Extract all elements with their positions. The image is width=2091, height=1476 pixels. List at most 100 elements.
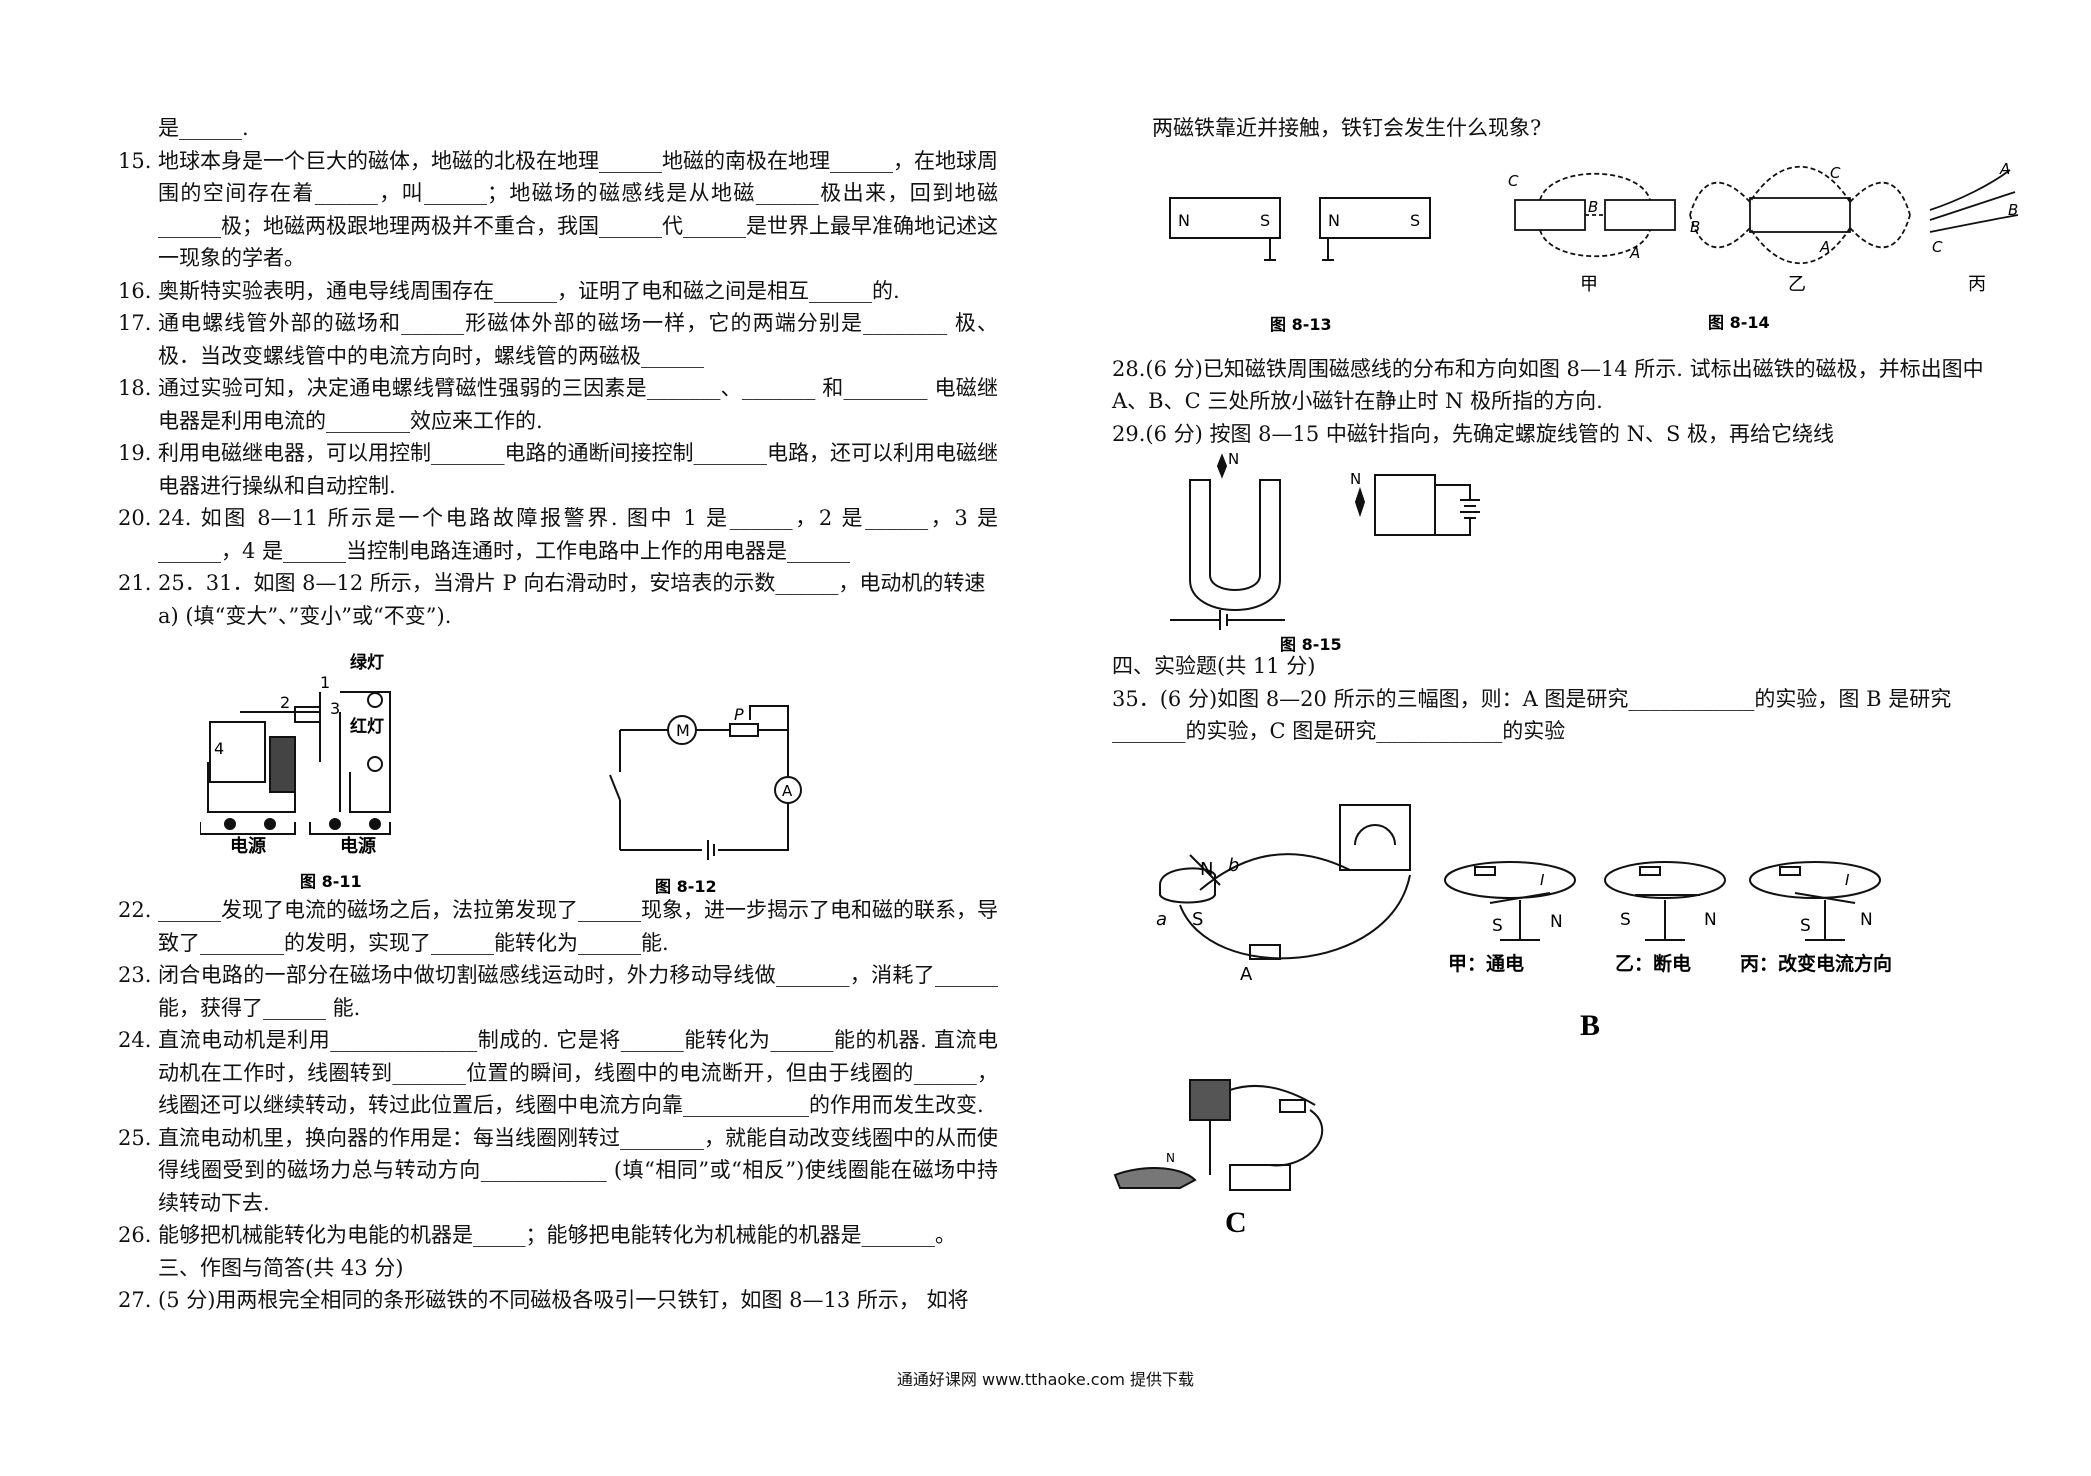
power-label-2: 电源 bbox=[340, 835, 376, 857]
pole-label: S bbox=[1410, 211, 1420, 230]
figure-label: C bbox=[1225, 1206, 1247, 1239]
electromagnet-frame-icon bbox=[209, 721, 266, 783]
figure-caption: 图 8-15 bbox=[1280, 635, 1342, 654]
figure-A-experiment: N S a b A bbox=[1156, 804, 1411, 985]
question-28: 28.(6 分)已知磁铁周围磁感线的分布和方向如图 8—14 所示. 试标出磁铁… bbox=[1112, 356, 1984, 414]
question-text: 能够把机械能转化为电能的机器是_____；能够把电能转化为机械能的机器是____… bbox=[158, 1223, 956, 1247]
bar-magnet-2-icon bbox=[1319, 197, 1431, 239]
panel-label: 乙：断电 bbox=[1615, 952, 1691, 975]
figure-caption: 图 8-14 bbox=[1708, 313, 1770, 332]
question-26: 26.能够把机械能转化为电能的机器是_____；能够把电能转化为机械能的机器是_… bbox=[118, 1219, 998, 1252]
page-footer: 通通好课网 www.tthaoke.com 提供下载 bbox=[896, 1370, 1195, 1389]
question-number: 23. bbox=[118, 963, 152, 987]
magnet-icon bbox=[1159, 867, 1216, 904]
wire-loop-icon bbox=[1749, 861, 1881, 899]
question-number: 24. bbox=[118, 1028, 152, 1052]
compass-needle-icon bbox=[1489, 892, 1551, 904]
point-label: B bbox=[1588, 198, 1598, 216]
pole-label: S bbox=[1260, 211, 1270, 230]
question-23: 23.闭合电路的一部分在磁场中做切割磁感线运动时，外力移动导线做_______，… bbox=[118, 959, 998, 1024]
figure-label: A bbox=[1240, 964, 1253, 985]
power-label-1: 电源 bbox=[230, 835, 266, 857]
question-29: 29.(6 分) 按图 8—15 中磁针指向，先确定螺旋线管的 N、S 极，再给… bbox=[1112, 421, 1835, 446]
section-4-heading: 四、实验题(共 11 分) bbox=[1112, 654, 1316, 678]
question-text: 直流电动机是利用______________制成的. 它是将______能转化为… bbox=[158, 1028, 998, 1117]
galvanometer-icon bbox=[1339, 804, 1411, 871]
right-column: 两磁铁靠近并接触，铁钉会发生什么现象? 28.(6 分)已知磁铁周围磁感线的分布… bbox=[1112, 112, 1992, 748]
question-number: 20. bbox=[118, 506, 152, 530]
figure-caption: 图 8-13 bbox=[1270, 315, 1332, 334]
figure-label: B bbox=[1580, 1009, 1600, 1042]
end-label: b bbox=[1228, 855, 1239, 876]
question-text: 通过实验可知，决定通电螺线臂磁性强弱的三因素是_______、_______ 和… bbox=[158, 376, 998, 433]
figure-8-11: 绿灯 红灯 2 3 4 1 电源 电源 图 8-11 bbox=[200, 652, 391, 891]
rheostat-icon bbox=[729, 723, 759, 737]
bar-magnet-1-icon bbox=[1169, 197, 1281, 239]
wire-loop-icon bbox=[1444, 861, 1576, 899]
point-label: C bbox=[1932, 238, 1943, 256]
question-number: 17. bbox=[118, 311, 152, 335]
compass-needle-icon bbox=[1216, 453, 1228, 479]
point-label: C bbox=[1830, 164, 1841, 182]
red-lamp-icon bbox=[367, 756, 383, 772]
question-21: 21.25．31．如图 8—12 所示，当滑片 P 向右滑动时，安培表的示数__… bbox=[118, 567, 998, 600]
panel-label: 乙 bbox=[1788, 274, 1806, 295]
switch-icon bbox=[1249, 944, 1281, 960]
question-15: 15.地球本身是一个巨大的磁体，地磁的北极在地理______地磁的南极在地理__… bbox=[118, 145, 998, 275]
solenoid-icon bbox=[1374, 474, 1436, 536]
current-label: I bbox=[1540, 871, 1545, 889]
compass-needle-icon bbox=[1354, 486, 1366, 518]
slider-label: P bbox=[734, 705, 744, 724]
pole-label: S bbox=[1800, 916, 1811, 936]
pole-label: S bbox=[1492, 916, 1503, 936]
point-label: A bbox=[1819, 238, 1830, 256]
question-24: 24.直流电动机是利用______________制成的. 它是将______能… bbox=[118, 1024, 998, 1122]
question-number: 21. bbox=[118, 571, 152, 595]
q21-tail: a) (填“变大”、”变小”或“不变”). bbox=[158, 603, 452, 628]
pole-label: S bbox=[1192, 909, 1203, 930]
question-number: 15. bbox=[118, 148, 152, 173]
pole-label: N bbox=[1166, 1151, 1175, 1165]
panel-label: 丙：改变电流方向 bbox=[1740, 952, 1892, 975]
question-number: 25. bbox=[118, 1125, 152, 1150]
figure-8-12: M A P 图 8-12 bbox=[609, 705, 802, 896]
figure-8-15: N N 图 8-15 bbox=[1170, 450, 1480, 654]
question-text: 闭合电路的一部分在磁场中做切割磁感线运动时，外力移动导线做_______，消耗了… bbox=[158, 963, 998, 1020]
needle-label: N bbox=[1228, 450, 1239, 468]
magnet-jia-right-icon bbox=[1604, 199, 1676, 231]
question-text: 25．31．如图 8—12 所示，当滑片 P 向右滑动时，安培表的示数_____… bbox=[158, 571, 986, 595]
point-label: A bbox=[1999, 160, 2010, 178]
magnet-jia-left-icon bbox=[1514, 199, 1586, 231]
ammeter-label: A bbox=[782, 782, 793, 800]
battery-icon bbox=[1189, 1079, 1231, 1121]
green-lamp-icon bbox=[367, 692, 383, 708]
figure-8-13: N S N S 图 8-13 bbox=[1169, 197, 1431, 334]
question-number: 16. bbox=[118, 278, 152, 303]
question-35: 35．(6 分)如图 8—20 所示的三幅图，则：A 图是研究_________… bbox=[1112, 686, 1952, 744]
figure-caption: 图 8-11 bbox=[300, 872, 362, 891]
panel-label: 甲 bbox=[1580, 274, 1598, 295]
battery-icon bbox=[1779, 866, 1801, 876]
switch-icon bbox=[1279, 1099, 1306, 1113]
end-label: a bbox=[1156, 909, 1167, 930]
question-text: 利用电磁继电器，可以用控制_______电路的通断间接控制_______电路，还… bbox=[158, 441, 998, 498]
pole-label: N bbox=[1860, 910, 1873, 930]
label-4: 4 bbox=[214, 739, 224, 758]
figure-C-experiment: N C bbox=[1113, 1079, 1324, 1239]
rails-icon bbox=[1229, 1164, 1291, 1191]
label-3: 3 bbox=[330, 699, 340, 718]
question-text: 通电螺线管外部的磁场和______形磁体外部的磁场一样，它的两端分别是_____… bbox=[158, 311, 998, 368]
magnet-icon bbox=[1113, 1167, 1197, 1189]
pole-label: S bbox=[1620, 910, 1631, 930]
pole-label: N bbox=[1704, 910, 1717, 930]
pole-label: N bbox=[1200, 859, 1213, 880]
question-22: 22.______发现了电流的磁场之后，法拉第发现了______现象，进一步揭示… bbox=[118, 894, 998, 959]
question-number: 18. bbox=[118, 376, 152, 400]
question-19: 19.利用电磁继电器，可以用控制_______电路的通断间接控制_______电… bbox=[118, 437, 998, 502]
question-number: 27. bbox=[118, 1288, 152, 1312]
question-18: 18.通过实验可知，决定通电螺线臂磁性强弱的三因素是_______、______… bbox=[118, 372, 998, 437]
pole-label: N bbox=[1178, 211, 1190, 230]
u-magnet-icon bbox=[1189, 479, 1281, 611]
question-text: ______发现了电流的磁场之后，法拉第发现了______现象，进一步揭示了电和… bbox=[158, 898, 998, 955]
green-lamp-label: 绿灯 bbox=[350, 652, 384, 673]
